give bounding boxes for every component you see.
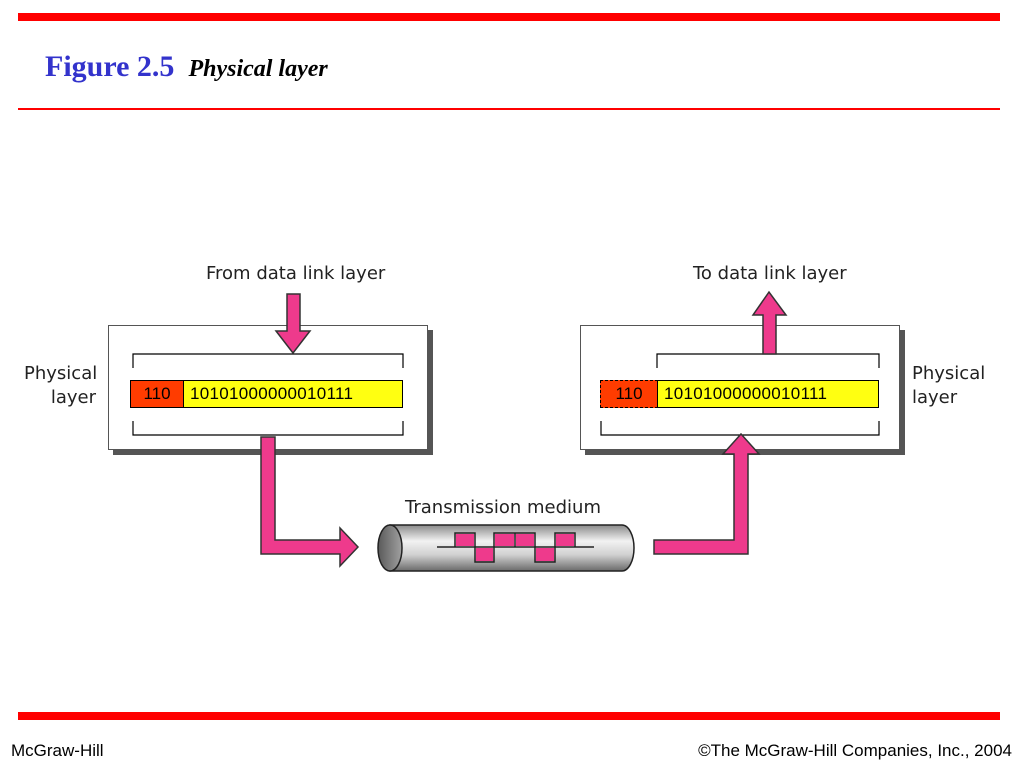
receiver-physical-layer-label: Physical layer xyxy=(912,363,986,408)
receiver-header-bits: 110 xyxy=(600,380,658,408)
receiver-data-bits: 10101000000010111 xyxy=(657,380,879,408)
footer-publisher: McGraw-Hill xyxy=(11,741,104,760)
sender-to-medium-arrow xyxy=(260,436,360,568)
up-arrow-to-data-link xyxy=(751,290,788,355)
to-data-link-layer-label: To data link layer xyxy=(693,263,847,284)
transmission-medium-cylinder xyxy=(377,524,635,572)
sender-top-bracket xyxy=(132,353,404,368)
medium-to-receiver-arrow xyxy=(653,432,761,555)
digital-signal-waveform xyxy=(437,532,594,563)
slide-title: Figure 2.5 Physical layer xyxy=(45,50,328,84)
figure-title: Physical layer xyxy=(188,56,328,82)
top-red-bar xyxy=(18,13,1000,21)
title-underline xyxy=(18,108,1000,110)
sender-bottom-bracket xyxy=(132,421,404,436)
receiver-bottom-bracket xyxy=(600,421,880,436)
figure-number: Figure 2.5 xyxy=(45,50,175,83)
down-arrow-from-data-link xyxy=(274,293,312,355)
sender-header-bits: 110 xyxy=(130,380,184,408)
sender-data-bits: 10101000000010111 xyxy=(183,380,403,408)
transmission-medium-label: Transmission medium xyxy=(405,497,601,518)
sender-physical-layer-label: Physical layer xyxy=(24,363,98,408)
bottom-red-bar xyxy=(18,712,1000,720)
footer-copyright: ©The McGraw-Hill Companies, Inc., 2004 xyxy=(698,741,1012,760)
receiver-top-bracket xyxy=(656,353,880,368)
from-data-link-layer-label: From data link layer xyxy=(206,263,386,284)
